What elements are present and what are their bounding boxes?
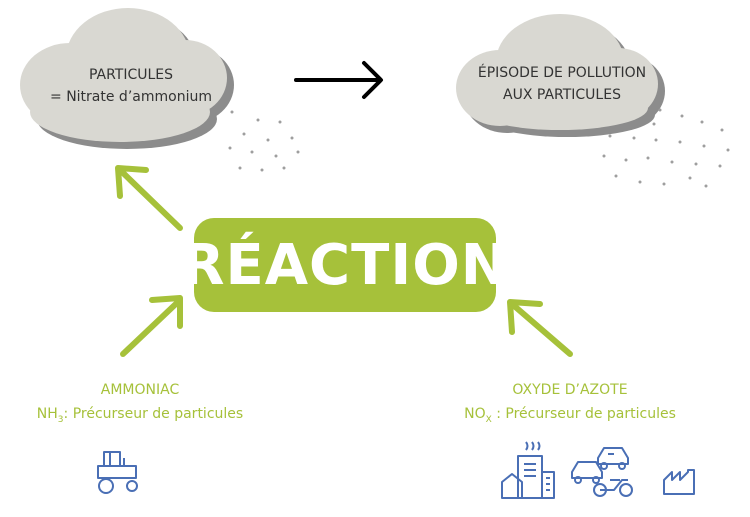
buildings-icon bbox=[501, 441, 555, 499]
cloud-particules-label: PARTICULES = Nitrate d’ammonium bbox=[16, 64, 246, 108]
oxyde-formula: NO bbox=[464, 406, 486, 422]
episode-line-2: AUX PARTICULES bbox=[503, 87, 621, 103]
oxyde-formula-subscript: X bbox=[485, 415, 492, 425]
particules-subtitle: = Nitrate d’ammonium bbox=[50, 89, 212, 105]
arrow-particules-to-episode bbox=[294, 61, 383, 99]
cloud-episode bbox=[456, 14, 665, 137]
tractor-icon bbox=[97, 451, 138, 494]
particle-dots-right bbox=[602, 108, 730, 188]
arrow-oxyde-to-reaction bbox=[507, 299, 573, 357]
ammoniac-formula-line: NH3: Précurseur de particules bbox=[0, 402, 280, 432]
reaction-box: RÉACTION bbox=[181, 218, 508, 312]
cloud-particules bbox=[20, 8, 234, 149]
reaction-label: RÉACTION bbox=[181, 232, 509, 298]
oxyde-description: : Précurseur de particules bbox=[491, 406, 676, 422]
ammoniac-description: : Précurseur de particules bbox=[63, 406, 244, 422]
episode-line-1: ÉPISODE DE POLLUTION bbox=[477, 65, 647, 81]
cloud-episode-label: ÉPISODE DE POLLUTION AUX PARTICULES bbox=[452, 62, 672, 106]
oxyde-title: OXYDE D’AZOTE bbox=[512, 382, 628, 398]
ammoniac-formula-subscript: 3 bbox=[57, 415, 64, 425]
ammoniac-title: AMMONIAC bbox=[100, 382, 180, 398]
oxyde-formula-line: NOX : Précurseur de particules bbox=[430, 402, 710, 432]
particules-title: PARTICULES bbox=[88, 67, 174, 83]
ammoniac-formula: NH bbox=[36, 406, 58, 422]
oxyde-block: OXYDE D’AZOTE NOX : Précurseur de partic… bbox=[430, 378, 710, 432]
ammoniac-block: AMMONIAC NH3: Précurseur de particules bbox=[0, 378, 280, 432]
factory-icon bbox=[663, 469, 695, 495]
arrow-reaction-to-particules bbox=[115, 165, 183, 231]
arrow-ammoniac-to-reaction bbox=[120, 295, 183, 357]
traffic-icon bbox=[571, 447, 633, 497]
particle-dots-left bbox=[228, 110, 300, 172]
